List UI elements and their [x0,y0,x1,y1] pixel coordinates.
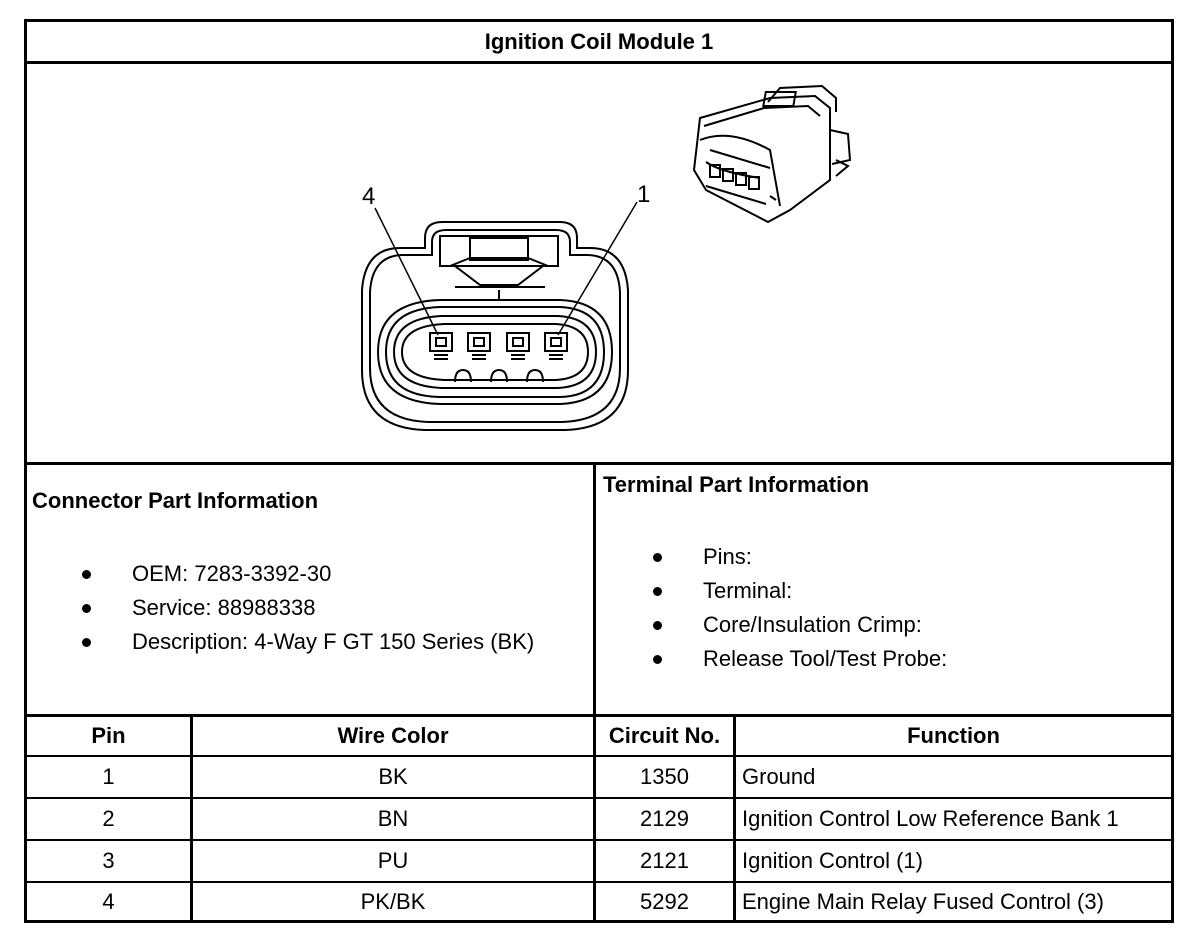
connector-info-item: OEM: 7283-3392-30 [82,557,534,591]
connector-info-item: Service: 88988338 [82,591,534,625]
connector-info-item: Description: 4-Way F GT 150 Series (BK) [82,625,534,659]
table-cell-pin: 2 [102,806,115,831]
pin-cavity-1 [544,332,568,360]
bullet-icon [82,570,91,579]
terminal-info-list: Pins: Terminal: Core/Insulation Crimp: R… [653,540,947,676]
header-wire-color: Wire Color [337,723,449,748]
image-divider [24,462,1174,465]
pin-1-leader-line [557,201,638,336]
header-function: Function [907,723,1000,748]
header-divider [24,755,1174,757]
pin-4-leader-line [374,207,439,336]
table-cell-circuit: 1350 [640,764,689,789]
table-cell-wire-color: PU [377,848,409,873]
row1-divider [24,797,1174,799]
connector-outer-shell [361,221,629,431]
bullet-icon [82,638,91,647]
pin-4-callout: 4 [362,183,375,210]
diagram-frame [24,19,1174,923]
header-pin: Pin [91,723,126,748]
bullet-icon [653,655,662,664]
terminal-info-item: Core/Insulation Crimp: [653,608,947,642]
table-cell-function: Ground [742,764,816,789]
circuit-column-divider [733,714,736,923]
bullet-icon [653,553,662,562]
row2-divider [24,839,1174,841]
table-cell-circuit: 5292 [640,889,689,914]
table-cell-function: Ignition Control (1) [742,848,923,873]
info-divider [24,714,1174,717]
bullet-icon [82,604,91,613]
pin-column-divider [190,714,193,923]
table-cell-circuit: 2129 [640,806,689,831]
connector-3d-illustration [692,84,852,224]
table-cell-circuit: 2121 [640,848,689,873]
pin-1-callout: 1 [637,181,650,208]
table-cell-function: Engine Main Relay Fused Control (3) [742,889,1104,914]
table-cell-pin: 3 [102,848,115,873]
bullet-icon [653,587,662,596]
connector-inner-ring [376,299,614,405]
table-cell-pin: 1 [102,764,115,789]
table-cell-pin: 4 [102,889,115,914]
terminal-info-item: Release Tool/Test Probe: [653,642,947,676]
terminal-info-item: Terminal: [653,574,947,608]
pin-cavity-3 [467,332,491,360]
connector-info-heading: Connector Part Information [32,488,319,513]
table-cell-function: Ignition Control Low Reference Bank 1 [742,806,1119,831]
table-cell-wire-color: PK/BK [360,889,426,914]
bullet-icon [653,621,662,630]
pin-cavity-2 [506,332,530,360]
row3-divider [24,881,1174,883]
title-divider [24,61,1174,64]
terminal-info-item: Pins: [653,540,947,574]
connector-info-list: OEM: 7283-3392-30 Service: 88988338 Desc… [82,557,534,659]
diagram-title: Ignition Coil Module 1 [484,29,714,54]
table-cell-wire-color: BK [378,764,408,789]
table-cell-wire-color: BN [377,806,409,831]
info-column-divider [593,462,596,923]
pin-cavity-4 [429,332,453,360]
terminal-info-heading: Terminal Part Information [603,472,870,497]
header-circuit-no: Circuit No. [608,723,721,748]
